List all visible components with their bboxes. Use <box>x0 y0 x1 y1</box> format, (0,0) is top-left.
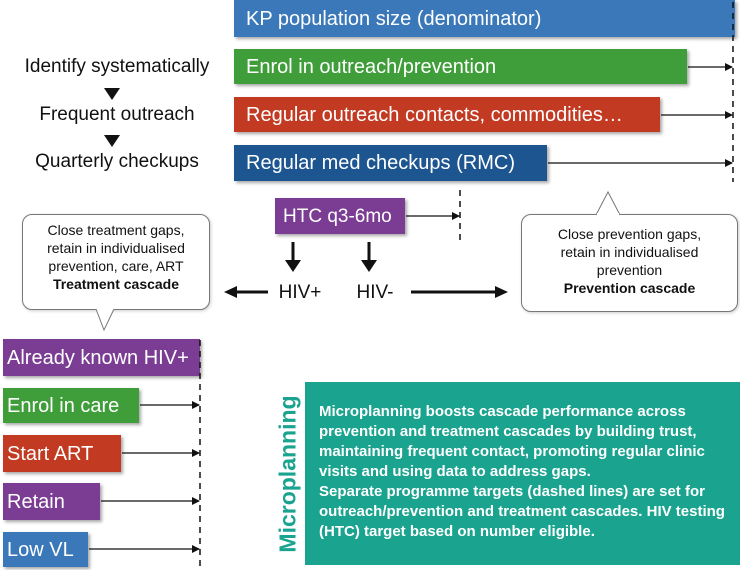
hiv-positive-label: HIV+ <box>278 282 322 303</box>
right-arrow-icon <box>495 286 508 298</box>
bar-regular-outreach: Regular outreach contacts, commodities… <box>234 97 660 132</box>
step-identify: Identify systematically <box>24 56 210 77</box>
bar-regular-med-label: Regular med checkups (RMC) <box>246 152 515 174</box>
bar-kp-population: KP population size (denominator) <box>234 0 735 37</box>
prevention-callout-line: prevention <box>596 262 663 278</box>
prevention-callout: Close prevention gaps, retain in individ… <box>521 214 738 312</box>
left-arrow-icon <box>224 286 237 298</box>
bar-regular-med: Regular med checkups (RMC) <box>234 145 547 181</box>
bar-low-vl-label: Low VL <box>7 538 74 561</box>
bar-kp-population-label: KP population size (denominator) <box>246 7 542 30</box>
microplanning-text: Microplanning boosts cascade performance… <box>305 382 740 565</box>
microplanning-side-label: Microplanning <box>274 394 301 553</box>
hiv-negative-label: HIV- <box>356 282 394 303</box>
bar-retain: Retain <box>3 483 100 520</box>
bar-enrol-outreach: Enrol in outreach/prevention <box>234 49 687 84</box>
treatment-callout-title: Treatment cascade <box>52 276 180 292</box>
down-arrow-icon <box>104 135 120 147</box>
htc-label: HTC q3-6mo <box>283 205 392 227</box>
down-arrow-icon <box>361 260 377 272</box>
bar-already-known: Already known HIV+ <box>3 339 200 376</box>
down-arrow-icon <box>104 88 120 100</box>
bar-start-art: Start ART <box>3 435 121 472</box>
microplanning-side: Microplanning <box>271 382 305 565</box>
microplanning-paragraph-2: Separate programme targets (dashed lines… <box>319 483 725 540</box>
treatment-callout: Close treatment gaps, retain in individu… <box>22 214 210 310</box>
callout-tail-join <box>597 213 619 216</box>
bar-retain-label: Retain <box>7 490 65 513</box>
bar-low-vl: Low VL <box>3 532 88 567</box>
step-quarterly: Quarterly checkups <box>35 151 199 172</box>
bar-already-known-label: Already known HIV+ <box>7 346 189 369</box>
microplanning-panel: Microplanning Microplanning boosts casca… <box>271 382 740 565</box>
prevention-callout-title: Prevention cascade <box>563 280 696 296</box>
down-arrow-icon <box>285 260 301 272</box>
bar-regular-outreach-label: Regular outreach contacts, commodities… <box>246 103 623 126</box>
treatment-callout-line: prevention, care, ART <box>48 258 184 274</box>
bar-enrol-outreach-label: Enrol in outreach/prevention <box>246 55 497 78</box>
step-frequent: Frequent outreach <box>39 104 195 125</box>
prevention-callout-line: Close prevention gaps, <box>557 226 702 242</box>
microplanning-paragraph-1: Microplanning boosts cascade performance… <box>319 403 705 480</box>
prevention-callout-line: retain in individualised <box>560 244 699 260</box>
treatment-callout-line: retain in individualised <box>47 240 185 256</box>
bar-start-art-label: Start ART <box>7 442 94 465</box>
bar-enrol-care-label: Enrol in care <box>7 394 120 417</box>
treatment-callout-line: Close treatment gaps, <box>47 222 185 238</box>
bar-enrol-care: Enrol in care <box>3 388 139 423</box>
callout-tail-join <box>97 307 113 310</box>
htc-box: HTC q3-6mo <box>275 198 405 234</box>
